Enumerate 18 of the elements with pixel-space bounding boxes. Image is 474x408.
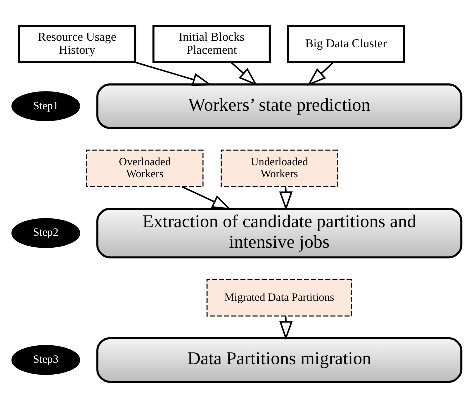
node-ellipse: Step2	[12, 218, 80, 248]
node-box: Extraction of candidate partitions and intensive jobs	[96, 208, 463, 259]
node-box: Big Data Cluster	[287, 25, 406, 64]
arrow	[307, 62, 334, 86]
arrow	[135, 62, 212, 86]
node-box: Resource Usage History	[18, 25, 136, 64]
node-ellipse: Step1	[12, 91, 80, 122]
arrow	[182, 186, 232, 210]
node-box: Initial Blocks Placement	[152, 25, 271, 64]
arrow	[230, 62, 258, 86]
node-box: Underloaded Workers	[220, 150, 338, 188]
node-box: Data Partitions migration	[96, 337, 463, 383]
node-box: Overloaded Workers	[86, 150, 204, 188]
node-box: Workers’ state prediction	[96, 84, 463, 130]
arrow	[279, 187, 293, 211]
node-ellipse: Step3	[12, 345, 80, 376]
node-box: Migrated Data Partitions	[206, 279, 352, 317]
arrow	[280, 316, 293, 340]
